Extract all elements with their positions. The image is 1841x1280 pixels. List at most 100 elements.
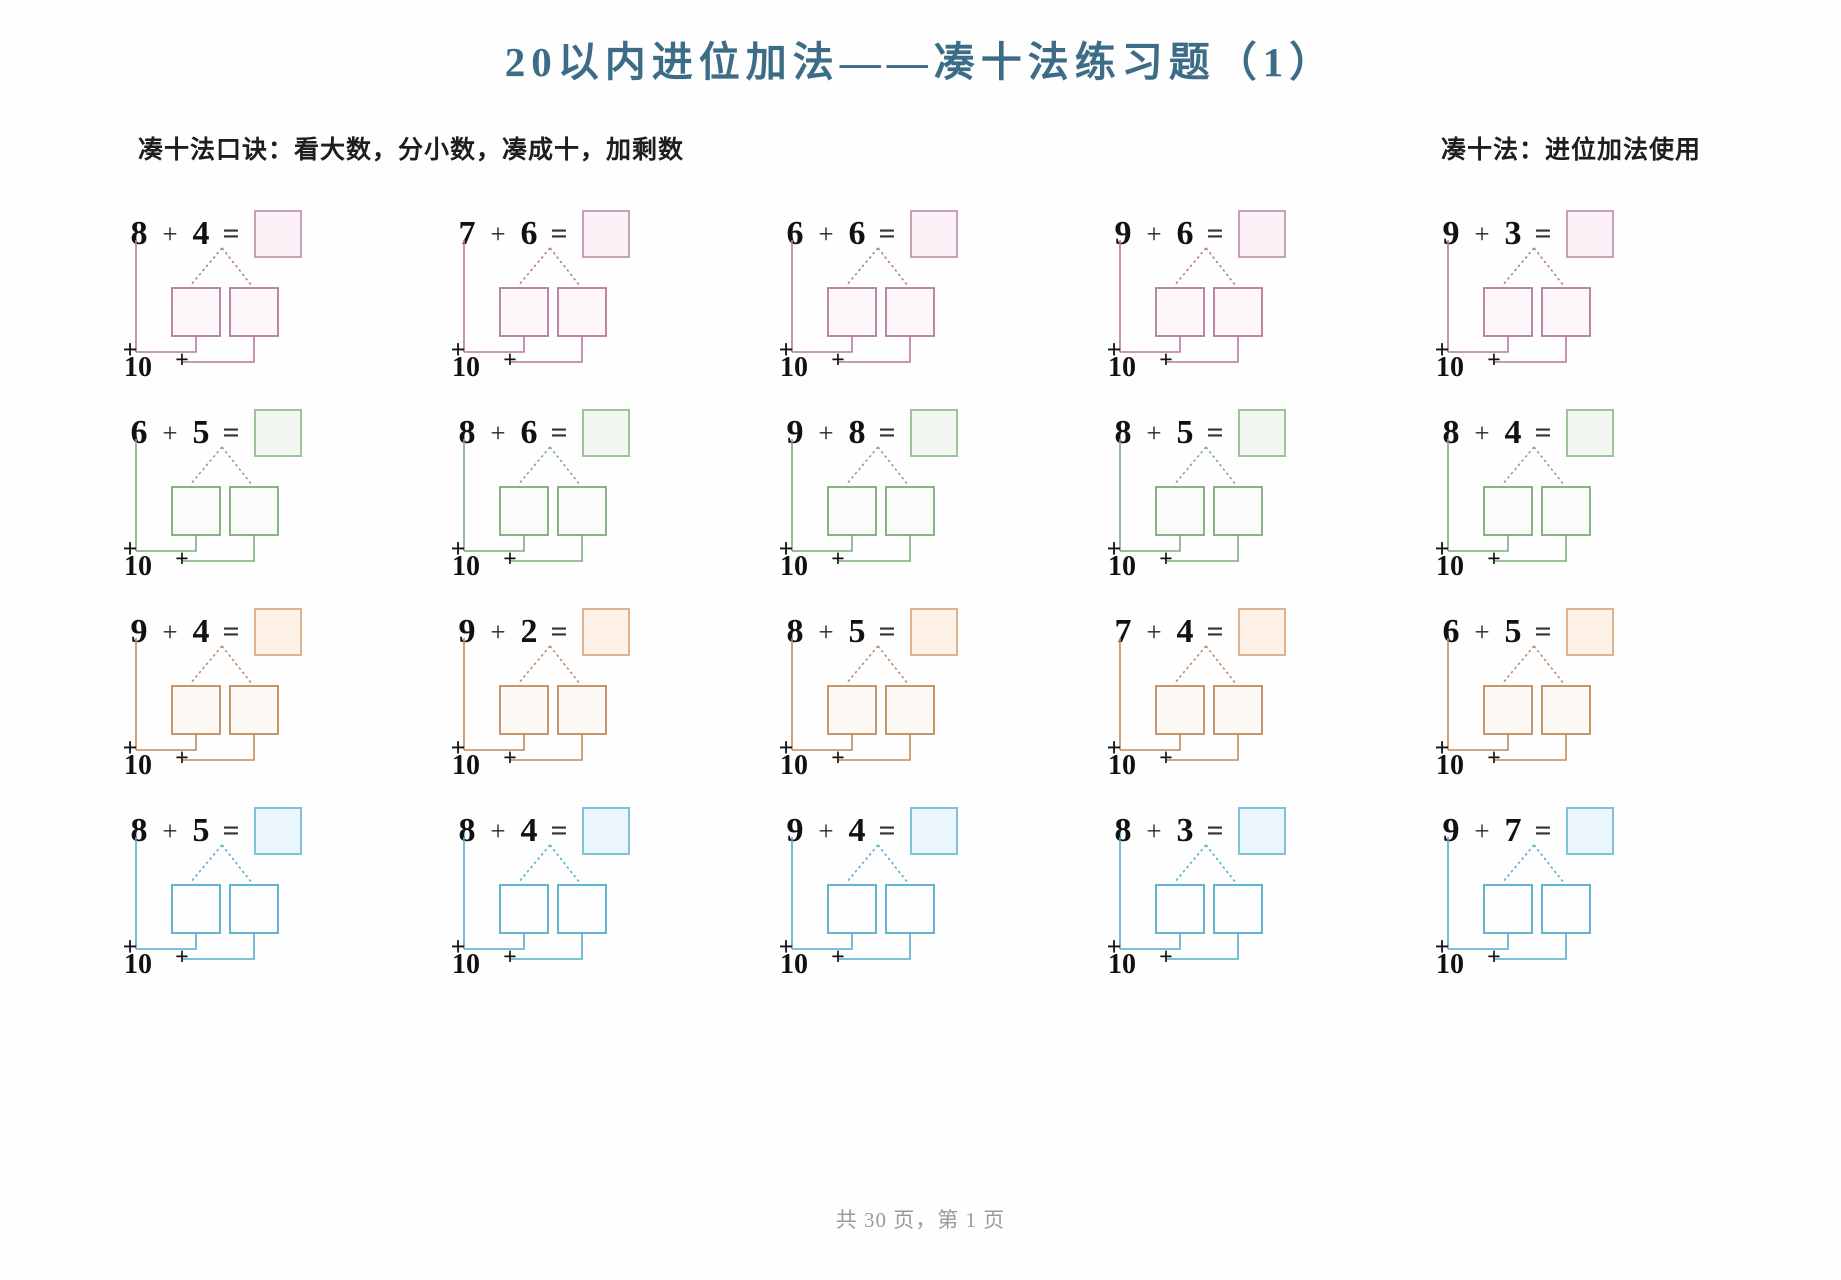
branch-right-dotted: [221, 247, 253, 287]
decompose-box-right: [1541, 685, 1591, 735]
addend-second: 6: [1176, 215, 1194, 252]
plus-sign-remainder: +: [1159, 945, 1173, 971]
left-box-connector: [136, 933, 197, 950]
addend-first: 9: [786, 414, 804, 451]
plus-sign-remainder: +: [1159, 746, 1173, 772]
addend-second: 8: [848, 414, 866, 451]
answer-box[interactable]: [254, 608, 302, 656]
answer-box[interactable]: [254, 807, 302, 855]
decomposition-diagram: ++10: [123, 240, 279, 383]
right-box-connector: [1494, 734, 1567, 761]
plus-sign: +: [1146, 616, 1162, 647]
plus-sign-ten: +: [779, 335, 794, 364]
equation: 9+6=: [1110, 210, 1286, 258]
plus-sign: +: [818, 616, 834, 647]
addend-second: 4: [192, 613, 210, 650]
decomposition-diagram: ++10: [1435, 638, 1591, 781]
answer-box[interactable]: [910, 608, 958, 656]
right-box-connector: [510, 336, 583, 363]
ten-label: 10: [780, 551, 808, 582]
answer-box[interactable]: [1566, 807, 1614, 855]
method-note-text: 凑十法：进位加法使用: [1440, 137, 1701, 164]
decompose-box-left: [1483, 685, 1533, 735]
ten-label: 10: [124, 750, 152, 781]
answer-box[interactable]: [1566, 409, 1614, 457]
addend-second: 5: [192, 812, 210, 849]
plus-sign-ten: +: [1435, 335, 1450, 364]
left-box-connector: [792, 933, 853, 950]
right-box-connector: [182, 933, 255, 960]
answer-box[interactable]: [910, 210, 958, 258]
equals-sign: =: [1206, 615, 1224, 648]
decompose-box-right: [885, 287, 935, 337]
plus-sign: +: [490, 815, 506, 846]
answer-box[interactable]: [582, 409, 630, 457]
right-box-connector: [182, 336, 255, 363]
decomposition-diagram: ++10: [451, 638, 607, 781]
branch-right-dotted: [549, 645, 581, 685]
equals-sign: =: [878, 416, 896, 449]
plus-sign: +: [818, 417, 834, 448]
addend-first: 9: [458, 613, 476, 650]
plus-sign: +: [818, 815, 834, 846]
equation: 6+5=: [1438, 608, 1614, 656]
answer-box[interactable]: [1566, 608, 1614, 656]
problem-cell: 9+3=++10: [1416, 196, 1744, 395]
answer-box[interactable]: [910, 807, 958, 855]
decompose-box-left: [1155, 884, 1205, 934]
decompose-box-left: [1483, 884, 1533, 934]
answer-box[interactable]: [1566, 210, 1614, 258]
answer-box[interactable]: [582, 608, 630, 656]
ten-label: 10: [124, 352, 152, 383]
right-box-connector: [182, 535, 255, 562]
equals-sign: =: [550, 416, 568, 449]
decompose-box-right: [229, 287, 279, 337]
decomposition-diagram: ++10: [779, 439, 935, 582]
branch-right-dotted: [1533, 645, 1565, 685]
branch-right-dotted: [221, 645, 253, 685]
right-box-connector: [1166, 336, 1239, 363]
addend-first: 9: [786, 812, 804, 849]
plus-sign-remainder: +: [175, 348, 189, 374]
answer-box[interactable]: [1238, 210, 1286, 258]
decompose-box-left: [171, 884, 221, 934]
decomposition-diagram: ++10: [1107, 439, 1263, 582]
equation: 8+5=: [1110, 409, 1286, 457]
plus-sign-ten: +: [123, 932, 138, 961]
plus-sign-remainder: +: [1487, 746, 1501, 772]
problem-cell: 6+5=++10: [104, 395, 432, 594]
decompose-box-left: [1155, 486, 1205, 536]
plus-sign-ten: +: [123, 733, 138, 762]
answer-box[interactable]: [1238, 608, 1286, 656]
decompose-box-left: [499, 884, 549, 934]
answer-box[interactable]: [1238, 807, 1286, 855]
answer-box[interactable]: [582, 210, 630, 258]
left-box-connector: [464, 734, 525, 751]
left-box-connector: [464, 535, 525, 552]
decompose-box-right: [885, 685, 935, 735]
decomposition-diagram: ++10: [1107, 638, 1263, 781]
branch-right-dotted: [221, 446, 253, 486]
answer-box[interactable]: [910, 409, 958, 457]
answer-box[interactable]: [254, 210, 302, 258]
ten-label: 10: [1436, 551, 1464, 582]
plus-sign-remainder: +: [503, 945, 517, 971]
answer-box[interactable]: [254, 409, 302, 457]
left-box-connector: [464, 336, 525, 353]
plus-sign-ten: +: [1107, 932, 1122, 961]
equation: 8+5=: [782, 608, 958, 656]
answer-box[interactable]: [1238, 409, 1286, 457]
right-box-connector: [510, 535, 583, 562]
decompose-box-left: [827, 486, 877, 536]
decomposition-diagram: ++10: [123, 837, 279, 980]
answer-box[interactable]: [582, 807, 630, 855]
equation: 9 +8 =: [782, 409, 958, 457]
addend-first: 8: [1442, 414, 1460, 451]
addend-first: 9: [130, 613, 148, 650]
right-box-connector: [1166, 734, 1239, 761]
plus-sign-remainder: +: [1159, 547, 1173, 573]
decomposition-diagram: ++10: [779, 240, 935, 383]
right-box-connector: [838, 933, 911, 960]
decompose-box-left: [827, 685, 877, 735]
decomposition-diagram: ++10: [779, 638, 935, 781]
